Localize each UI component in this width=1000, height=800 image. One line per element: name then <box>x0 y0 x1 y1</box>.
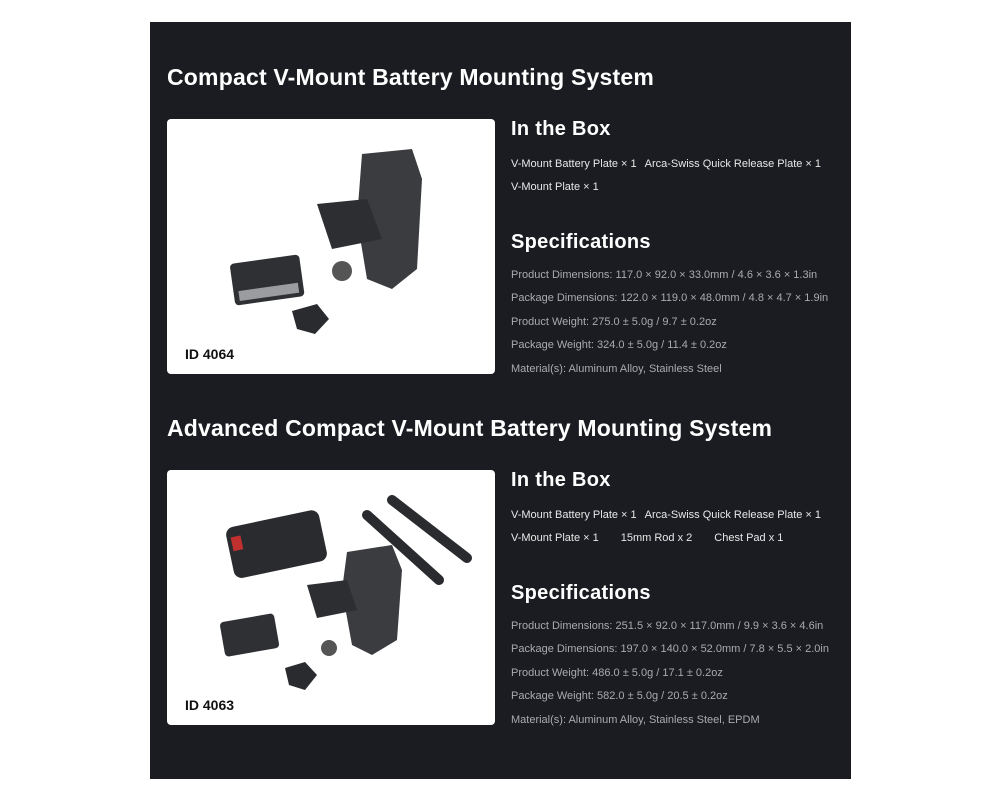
box-item: V-Mount Plate × 1 <box>511 532 599 544</box>
spec-line: Product Weight: 486.0 ± 5.0g / 17.1 ± 0.… <box>511 666 723 679</box>
battery-plate-illustration <box>230 149 422 334</box>
spec-line: Product Weight: 275.0 ± 5.0g / 9.7 ± 0.2… <box>511 315 717 328</box>
product-id: ID 4063 <box>185 697 235 713</box>
spec-line: Product Dimensions: 251.5 × 92.0 × 117.0… <box>511 620 824 632</box>
product-image: ID 4064 <box>167 119 495 374</box>
product-image: ID 4063 <box>167 470 495 725</box>
box-item: V-Mount Battery Plate × 1 <box>511 158 637 170</box>
specs-heading: Specifications <box>511 231 651 253</box>
spec-line: Product Dimensions: 117.0 × 92.0 × 33.0m… <box>511 269 818 281</box>
in-box-heading: In the Box <box>511 469 611 491</box>
spec-line: Package Weight: 582.0 ± 5.0g / 20.5 ± 0.… <box>511 690 728 703</box>
spec-line: Package Dimensions: 197.0 × 140.0 × 52.0… <box>511 643 829 656</box>
spec-line: Package Weight: 324.0 ± 5.0g / 11.4 ± 0.… <box>511 339 727 352</box>
box-item: V-Mount Battery Plate × 1 <box>511 509 637 521</box>
box-item: Arca-Swiss Quick Release Plate × 1 <box>644 158 822 170</box>
in-box-heading: In the Box <box>511 118 611 140</box>
product-id: ID 4064 <box>185 346 235 362</box>
product-title: Advanced Compact V-Mount Battery Mountin… <box>167 415 773 441</box>
box-item: 15mm Rod x 2 <box>620 532 693 544</box>
spec-line: Material(s): Aluminum Alloy, Stainless S… <box>511 362 722 375</box>
box-item: V-Mount Plate × 1 <box>511 181 599 193</box>
box-item: Chest Pad x 1 <box>714 532 784 544</box>
product-info: In the Box V-Mount Battery Plate × 1 Arca… <box>511 118 851 381</box>
box-item: Arca-Swiss Quick Release Plate × 1 <box>644 509 822 521</box>
spec-line: Package Dimensions: 122.0 × 119.0 × 48.0… <box>511 292 829 305</box>
spec-line: Material(s): Aluminum Alloy, Stainless S… <box>511 713 760 726</box>
specs-heading: Specifications <box>511 582 651 604</box>
product-panel: Compact V-Mount Battery Mounting System … <box>150 22 851 779</box>
battery-kit-illustration <box>220 495 472 690</box>
product-info: In the Box V-Mount Battery Plate × 1 Arca… <box>511 469 851 732</box>
product-title: Compact V-Mount Battery Mounting System <box>167 64 654 90</box>
